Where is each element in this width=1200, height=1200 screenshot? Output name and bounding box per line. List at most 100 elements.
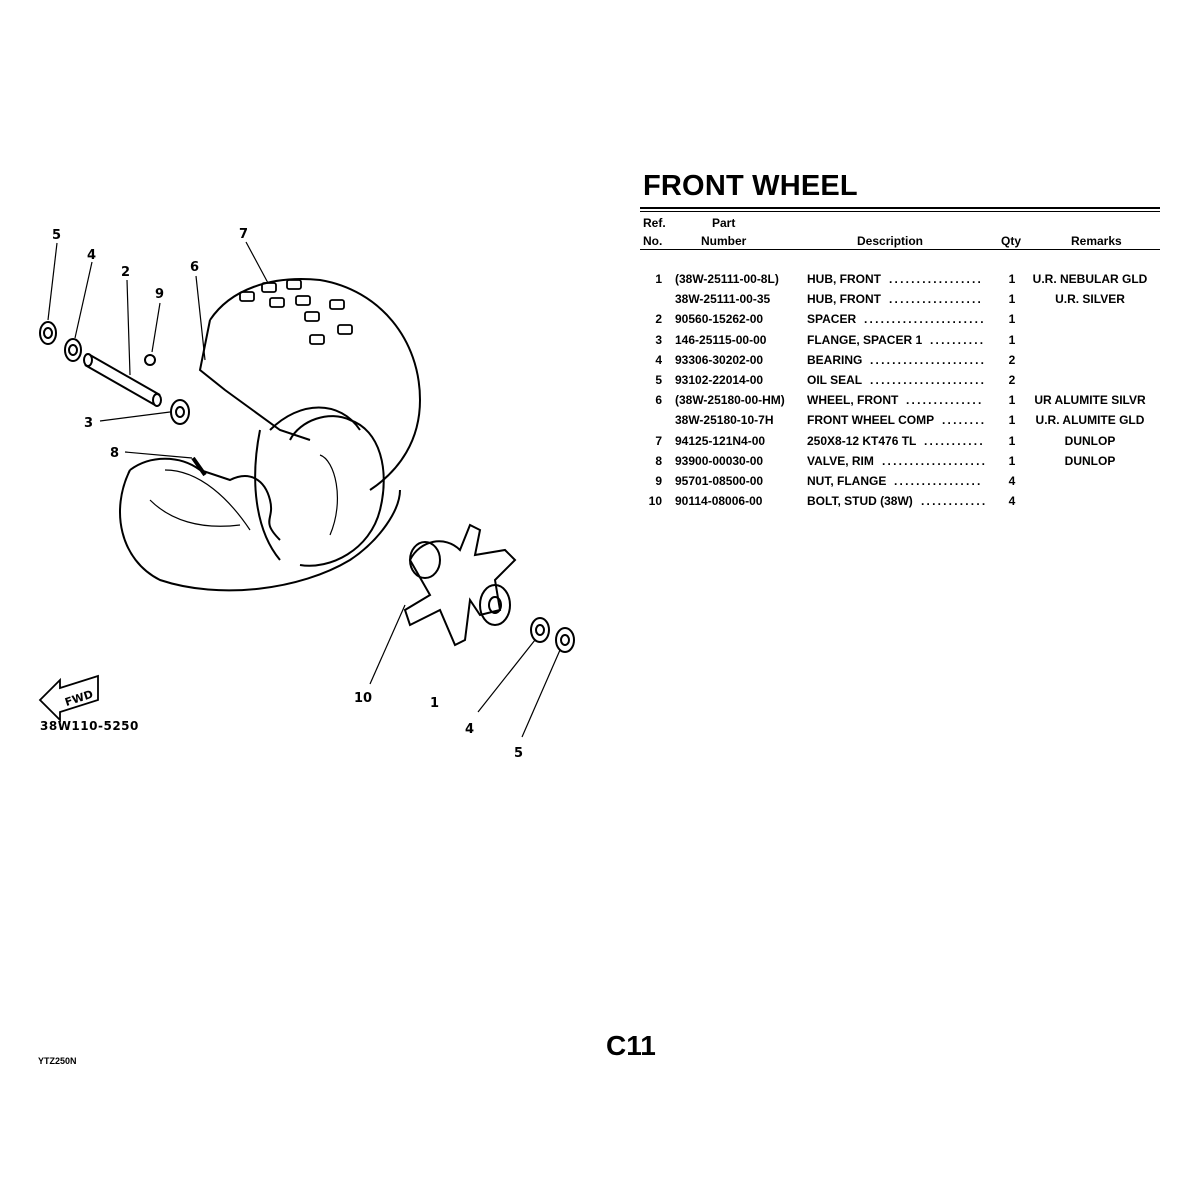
quantity: 1 [1008,453,1016,468]
ref-no: 3 [655,332,662,347]
callout-8: 8 [110,446,119,461]
description: 250X8-12 KT476 TL [807,433,917,448]
leader-lines [47,241,561,738]
part-number: 93900-00030-00 [675,453,764,468]
callout-3: 3 [84,416,93,431]
bearing-left [64,338,82,362]
header-rule [640,249,1160,250]
table-row: 4 93306-30202-00 BEARING..................… [640,353,1160,373]
callout-6: 6 [190,260,199,275]
description-cell: BEARING..................... [807,353,992,369]
ref-no: 6 [655,393,662,408]
title-rule-thin [640,211,1160,212]
description-cell: BOLT, STUD (38W)............ [807,494,992,510]
oil-seal-right [555,627,575,653]
valve [191,456,207,477]
leader-dots: ........ [942,413,987,428]
description: WHEEL, FRONT [807,393,899,408]
description-cell: OIL SEAL..................... [807,373,992,389]
description-cell: HUB, FRONT................. [807,292,992,308]
table-row: 6 (38W-25180-00-HM) WHEEL, FRONT..........… [640,393,1160,413]
header-ref-2: No. [643,234,663,248]
quantity: 1 [1008,433,1016,448]
part-number: 38W-25180-10-7H [675,413,774,428]
remarks: U.R. ALUMITE GLD [1035,413,1145,428]
leader-dots: ............ [921,494,988,509]
part-number: 90114-08006-00 [675,494,763,509]
part-number: 93102-22014-00 [675,373,764,387]
callout-10: 10 [354,691,372,706]
description-cell: WHEEL, FRONT.............. [807,393,992,409]
tire-illustration [119,278,422,592]
description: HUB, FRONT [807,272,881,286]
header-remarks: Remarks [1071,234,1122,248]
quantity: 4 [1008,474,1016,488]
callout-4b: 4 [465,722,474,737]
table-row: 10 90114-08006-00 BOLT, STUD (38W)........… [640,494,1160,514]
leader-dots: ..................... [870,352,987,367]
callout-4: 4 [87,248,96,263]
header-description: Description [857,234,924,248]
part-number: 93306-30202-00 [675,352,764,367]
description-cell: HUB, FRONT................. [807,272,992,288]
ref-no: 7 [655,433,662,448]
description: NUT, FLANGE [807,474,887,488]
remarks: UR ALUMITE SILVR [1034,393,1146,408]
nut [144,354,156,366]
description: FRONT WHEEL COMP [807,413,935,428]
ref-no: 2 [655,312,662,327]
leader-dots: .............. [906,393,984,408]
description-cell: NUT, FLANGE................ [807,474,992,490]
ref-no: 8 [655,453,662,468]
remarks: U.R. SILVER [1055,292,1125,307]
description: HUB, FRONT [807,292,881,307]
part-number: 94125-121N4-00 [675,433,766,448]
table-row: 7 94125-121N4-00 250X8-12 KT476 TL........… [640,434,1160,454]
tread-blocks [239,279,353,345]
hub-illustration [403,523,517,647]
description: OIL SEAL [807,373,863,387]
leader-dots: ........... [924,433,985,448]
description: VALVE, RIM [807,453,874,468]
spacer-tube [83,353,162,407]
remarks: DUNLOP [1064,433,1116,448]
callout-2: 2 [121,265,130,280]
callout-9: 9 [155,287,164,302]
fwd-arrow-icon [38,674,99,723]
ref-no: 5 [655,373,662,387]
part-number: 38W-25111-00-35 [675,292,771,307]
table-row: 5 93102-22014-00 OIL SEAL.................… [640,373,1160,393]
part-number: 95701-08500-00 [675,474,764,488]
ref-no: 1 [655,272,662,286]
description-cell: FLANGE, SPACER 1.......... [807,333,992,349]
exploded-diagram: FWD 5 4 2 6 9 7 3 8 10 1 4 5 [38,227,575,760]
leader-dots: .......... [930,332,986,347]
header-ref-1: Ref. [643,216,666,230]
header-part-2: Number [701,234,747,248]
leader-dots: ................. [889,292,984,307]
quantity: 1 [1008,393,1016,408]
ref-no: 4 [655,352,662,367]
description: FLANGE, SPACER 1 [807,332,923,347]
ref-no: 9 [655,474,662,488]
table-row: 9 95701-08500-00 NUT, FLANGE..............… [640,474,1160,494]
quantity: 2 [1008,373,1016,387]
ref-no: 10 [648,494,662,509]
quantity: 1 [1008,292,1016,307]
part-number: (38W-25180-00-HM) [675,393,785,408]
model-name: YTZ250N [38,1056,77,1066]
bearing-right [530,617,550,643]
description-cell: 250X8-12 KT476 TL........... [807,434,992,450]
header-qty: Qty [1001,234,1022,248]
quantity: 4 [1008,494,1016,509]
leader-dots: ................. [889,272,984,286]
page-title: FRONT WHEEL [643,170,858,202]
flange-spacer [170,399,190,425]
description: SPACER [807,312,857,327]
description: BOLT, STUD (38W) [807,494,913,509]
description-cell: FRONT WHEEL COMP........ [807,413,992,429]
page-number: C11 [606,1030,656,1061]
